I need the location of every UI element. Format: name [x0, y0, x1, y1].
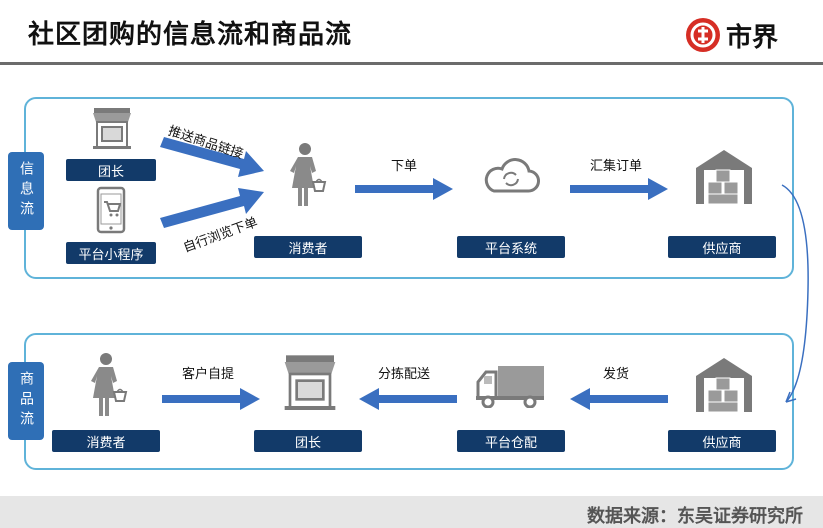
panel-connector-arrow — [781, 184, 809, 403]
consumer-icon — [289, 142, 329, 208]
data-source: 数据来源：东吴证券研究所 — [587, 506, 803, 527]
node-platform: 平台系统 — [457, 236, 565, 258]
truck-icon — [474, 364, 546, 408]
consumer-icon — [90, 352, 130, 418]
node-consumer: 消费者 — [254, 236, 362, 258]
goods-flow-side-label: 商品流 — [8, 362, 44, 440]
brand-logo-icon — [686, 18, 720, 52]
edge-label-ship: 发货 — [603, 367, 630, 382]
arrow-ship — [570, 388, 668, 410]
edge-label-distribute: 分拣配送 — [378, 367, 431, 382]
phone-cart-icon — [96, 186, 126, 234]
goods-node-warehouse: 平台仓配 — [457, 430, 565, 452]
arrow-pickup — [162, 388, 260, 410]
info-flow-side-label: 信息流 — [8, 152, 44, 230]
edge-label-order: 下单 — [391, 159, 418, 174]
arrow-order — [355, 178, 453, 200]
edge-label-pickup: 客户自提 — [182, 367, 235, 382]
header-bar — [0, 0, 823, 62]
node-miniprogram: 平台小程序 — [66, 242, 156, 264]
goods-node-supplier: 供应商 — [668, 430, 776, 452]
warehouse-icon — [694, 356, 754, 414]
edge-label-aggregate: 汇集订单 — [590, 159, 643, 174]
header-divider — [0, 62, 823, 65]
warehouse-icon — [694, 148, 754, 206]
page-title: 社区团购的信息流和商品流 — [28, 20, 353, 50]
store-icon — [282, 352, 338, 412]
arrow-push-link — [160, 137, 264, 177]
cloud-sync-icon — [480, 155, 542, 195]
node-tuanzhang: 团长 — [66, 159, 156, 181]
arrow-browse-order — [160, 188, 264, 228]
arrow-distribute — [359, 388, 457, 410]
brand-logo-text: 市界 — [726, 23, 779, 53]
node-supplier: 供应商 — [668, 236, 776, 258]
store-icon — [91, 106, 133, 150]
goods-node-tuanzhang: 团长 — [254, 430, 362, 452]
arrow-aggregate — [570, 178, 668, 200]
goods-node-consumer: 消费者 — [52, 430, 160, 452]
footer-bar — [0, 496, 823, 528]
